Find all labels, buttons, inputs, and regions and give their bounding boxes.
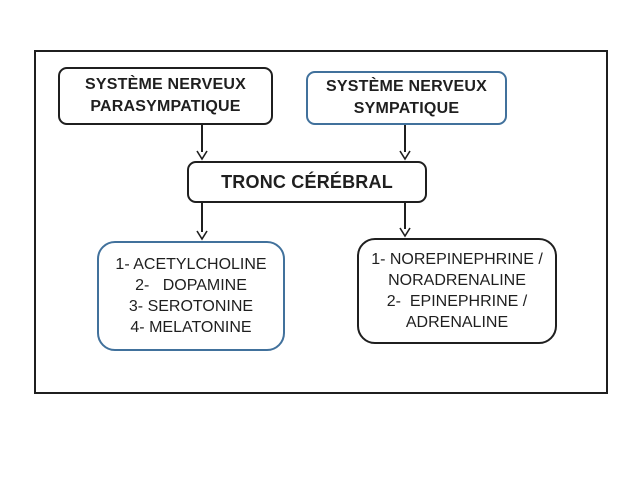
node-line: TRONC CÉRÉBRAL xyxy=(221,171,393,192)
node-parasympathetic-neurotransmitters: 1- ACETYLCHOLINE 2- DOPAMINE 3- SEROTONI… xyxy=(97,241,285,351)
list-item: 3- SEROTONINE xyxy=(128,298,254,315)
list-item: 2- DOPAMINE xyxy=(135,277,247,294)
list-item: 4- MELATONINE xyxy=(130,319,252,336)
list-item: NORADRENALINE xyxy=(388,272,526,289)
node-parasympathetic-system: SYSTÈME NERVEUX PARASYMPATIQUE xyxy=(58,67,273,125)
list-item: 1- ACETYLCHOLINE xyxy=(115,256,267,273)
node-line: PARASYMPATIQUE xyxy=(90,98,241,115)
node-line: SYSTÈME NERVEUX xyxy=(326,78,487,95)
node-sympathetic-neurotransmitters: 1- NOREPINEPHRINE / NORADRENALINE 2- EPI… xyxy=(357,238,557,344)
list-item: 2- EPINEPHRINE / xyxy=(386,293,528,310)
node-line: SYSTÈME NERVEUX xyxy=(85,76,246,93)
node-line: SYMPATIQUE xyxy=(353,100,460,117)
node-sympathetic-system: SYSTÈME NERVEUX SYMPATIQUE xyxy=(306,71,507,125)
list-item: 1- NOREPINEPHRINE / xyxy=(371,251,543,268)
node-brainstem: TRONC CÉRÉBRAL xyxy=(187,161,427,203)
list-item: ADRENALINE xyxy=(405,314,509,331)
